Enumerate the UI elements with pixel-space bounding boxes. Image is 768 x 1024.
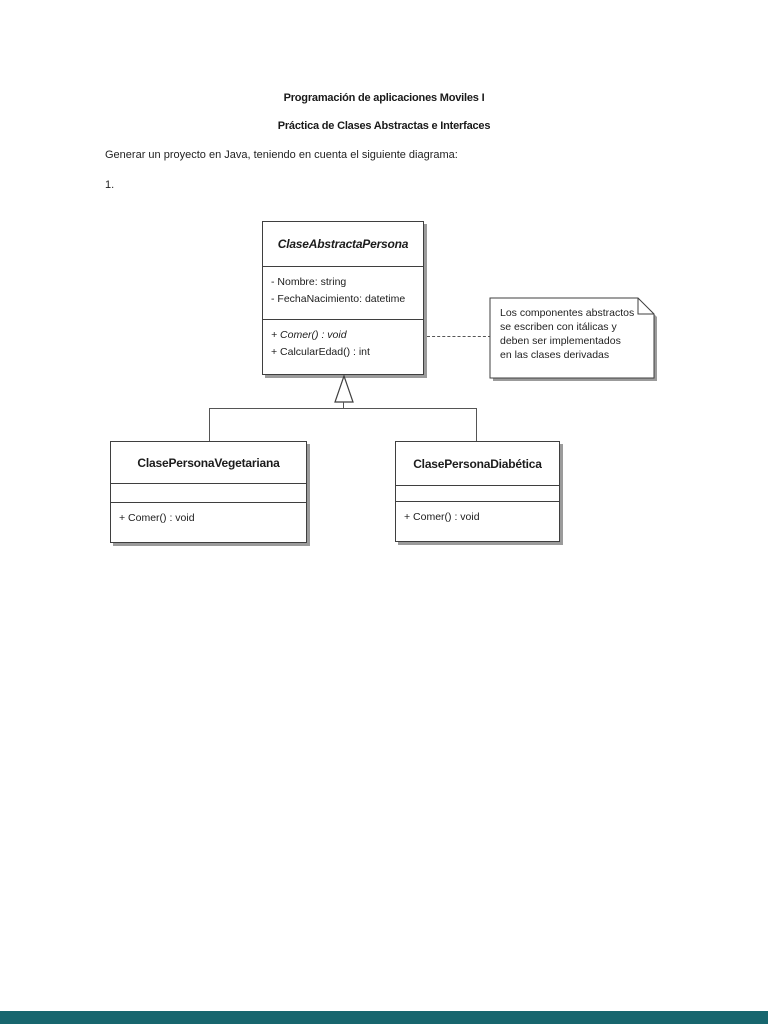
intro-text: Generar un proyecto en Java, teniendo en… — [105, 149, 458, 161]
connector-stub — [343, 402, 344, 408]
uml-class-abstract-persona: ClaseAbstractaPersona - Nombre: string -… — [262, 221, 424, 375]
note-line-1: Los componentes abstractos — [500, 307, 635, 319]
method-comer: + Comer() : void — [119, 512, 195, 524]
inheritance-triangle-icon — [334, 375, 354, 403]
note-line-4: en las clases derivadas — [500, 349, 610, 361]
methods-compartment: + Comer() : void — [111, 503, 306, 527]
doc-title-line1: Programación de aplicaciones Moviles I — [283, 92, 485, 104]
list-item-number: 1. — [105, 179, 115, 191]
method-calcularedad: + CalcularEdad() : int — [271, 346, 370, 358]
note-line-2: se escriben con itálicas y — [500, 321, 617, 333]
method-comer: + Comer() : void — [404, 511, 480, 523]
method-comer: + Comer() : void — [271, 329, 347, 341]
attributes-compartment-empty — [396, 486, 559, 502]
uml-class-diabetica: ClasePersonaDiabética + Comer() : void — [395, 441, 560, 542]
attribute-fechanacimiento: - FechaNacimiento: datetime — [271, 293, 406, 305]
attributes-compartment-empty — [111, 484, 306, 503]
note-line-3: deben ser implementados — [500, 335, 621, 347]
uml-note-text: Los componentes abstractos se escriben c… — [500, 306, 656, 362]
class-name-abstract: ClaseAbstractaPersona — [263, 222, 423, 267]
viewer-footer-bar — [0, 1011, 768, 1024]
attributes-compartment: - Nombre: string - FechaNacimiento: date… — [263, 267, 423, 320]
attribute-nombre: - Nombre: string — [271, 276, 347, 288]
class-name-vegetariana: ClasePersonaVegetariana — [111, 442, 306, 484]
connector-bus — [209, 408, 477, 409]
doc-title-line2: Práctica de Clases Abstractas e Interfac… — [277, 120, 491, 132]
class-name-diabetica: ClasePersonaDiabética — [396, 442, 559, 486]
note-dashed-connector — [427, 336, 491, 337]
uml-note-shape — [489, 297, 657, 381]
connector-drop-left — [209, 408, 210, 441]
connector-drop-right — [476, 408, 477, 441]
methods-compartment: + Comer() : void + CalcularEdad() : int — [263, 320, 423, 361]
uml-class-vegetariana: ClasePersonaVegetariana + Comer() : void — [110, 441, 307, 543]
methods-compartment: + Comer() : void — [396, 502, 559, 526]
